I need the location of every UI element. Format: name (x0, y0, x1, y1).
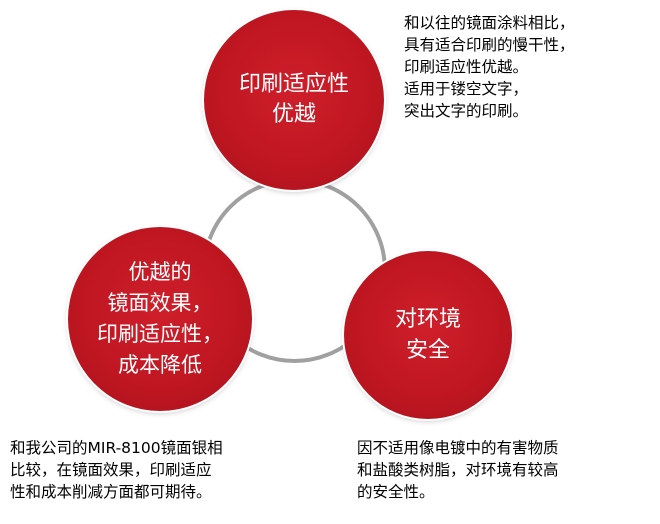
circle-label-line: 成本降低 (118, 353, 202, 377)
note-line: 和以往的镜面涂料相比， (404, 14, 575, 32)
note-line: 性和成本削减方面都可期待。 (10, 483, 212, 501)
note-line: 比较，在镜面效果，印刷适应 (10, 461, 212, 479)
circle-label-line: 安全 (405, 338, 450, 363)
circle-label-line: 优越 (271, 102, 316, 127)
note-line: 和我公司的MIR-8100镜面银相 (10, 439, 223, 457)
note-line: 因不适用像电镀中的有害物质 (357, 439, 559, 457)
circle-environment-safe: 对环境 安全 (344, 251, 512, 419)
circle-label-line: 印刷适应性 (238, 72, 349, 97)
note-line: 具有适合印刷的慢干性， (404, 36, 575, 54)
note-line: 的安全性。 (357, 483, 435, 501)
circle-label-line: 镜面效果， (107, 291, 213, 315)
note-mirror-effect: 和我公司的MIR-8100镜面银相 比较，在镜面效果，印刷适应 性和成本削减方面… (10, 437, 223, 503)
note-line: 适用于镂空文字， (404, 80, 529, 98)
note-line: 印刷适应性优越。 (404, 58, 529, 76)
circle-label-line: 印刷适应性， (97, 322, 223, 346)
circle-print-adaptability: 印刷适应性 优越 (204, 10, 384, 190)
note-line: 突出文字的印刷。 (404, 102, 529, 120)
circle-label-line: 优越的 (128, 260, 192, 284)
circle-label-line: 对环境 (394, 307, 461, 332)
circle-mirror-effect: 优越的 镜面效果， 印刷适应性， 成本降低 (68, 227, 252, 411)
note-print-adaptability: 和以往的镜面涂料相比， 具有适合印刷的慢干性， 印刷适应性优越。 适用于镂空文字… (404, 12, 575, 122)
note-line: 和盐酸类树脂，对环境有较高 (357, 461, 559, 479)
note-environment-safe: 因不适用像电镀中的有害物质 和盐酸类树脂，对环境有较高 的安全性。 (357, 437, 559, 503)
